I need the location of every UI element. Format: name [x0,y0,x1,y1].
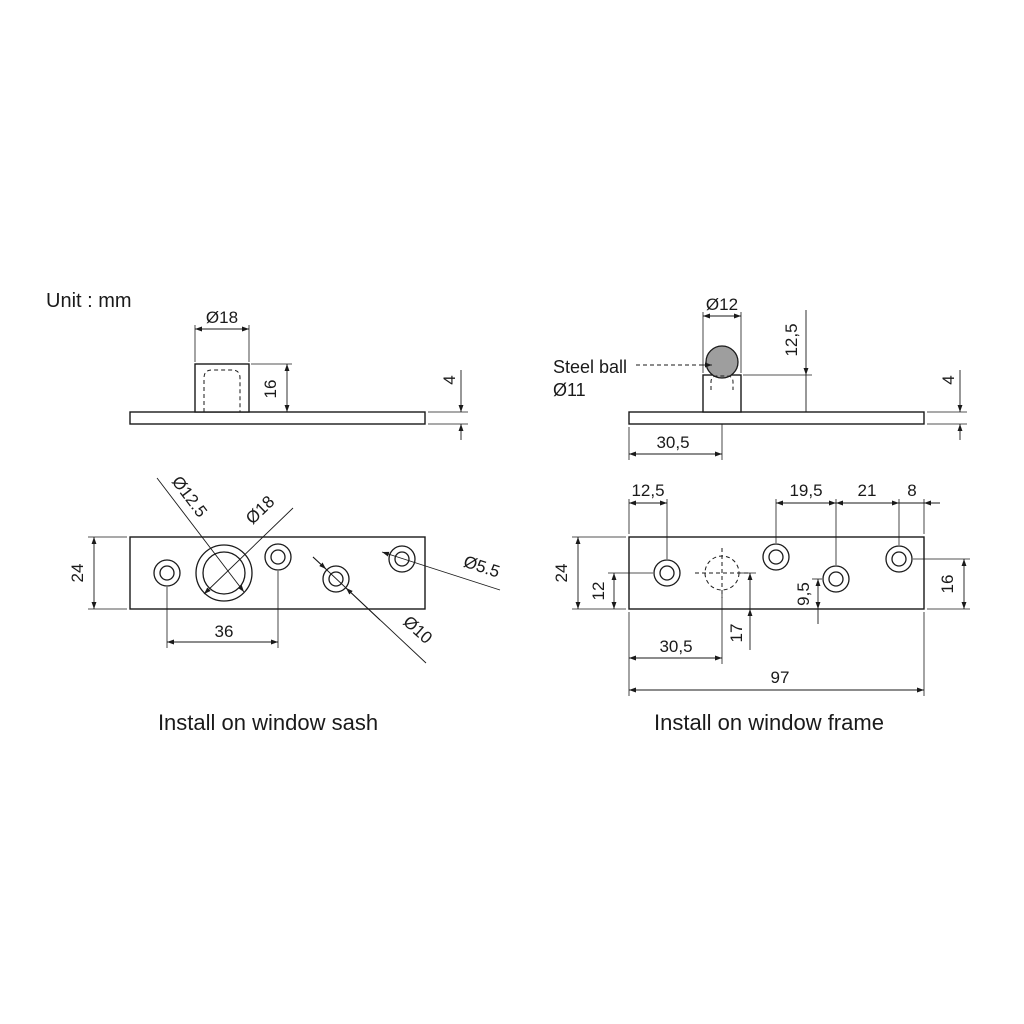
steel-ball-label: Steel ball [553,357,627,377]
frame-hole-2-outer [762,543,790,571]
sash-pin-diameter-label: Ø18 [206,308,238,327]
frame-hole-height-a-label: 12 [589,582,608,601]
sash-counter-label: Ø10 [399,612,436,648]
frame-hole-3-inner [828,571,844,587]
sash-hole-2-inner [270,549,286,565]
sash-plate-width-label: 24 [68,564,87,583]
frame-side-pin [702,374,742,413]
sash-large-hole-inner [202,551,246,595]
sash-hole-4-outer [388,545,416,573]
frame-top-plate [628,536,925,610]
sash-plate-thickness-label: 4 [440,375,459,384]
frame-hole-4-inner [891,551,907,567]
frame-hole-height-b-label: 9,5 [794,582,813,606]
sash-large-hole-outer [195,544,253,602]
frame-top-view: 12,5 19,5 21 8 24 12 17 9,5 [552,481,970,696]
frame-spacing-b-label: 21 [858,481,877,500]
sash-small-hole-label: Ø5.5 [461,552,502,581]
sash-pin-hidden-bore [203,369,241,412]
frame-pin-diameter-label: Ø12 [706,295,738,314]
frame-plate-width-label: 24 [552,564,571,583]
sash-hole-spacing-label: 36 [215,622,234,641]
sash-top-plate [129,536,426,610]
sash-large-inner-label: Ø12.5 [168,472,211,520]
frame-caption: Install on window frame [654,710,884,735]
steel-ball-diameter: Ø11 [553,380,586,400]
sash-large-outer-leader [203,507,294,595]
sash-small-hole-leader [381,551,501,591]
frame-pin-offset-label: 30,5 [656,433,689,452]
sash-large-inner-leader [156,477,245,593]
sash-hole-3-outer [322,565,350,593]
sash-hole-2-outer [264,543,292,571]
sash-side-view: Ø18 16 4 [129,308,468,440]
frame-pin-offset-top-label: 30,5 [659,637,692,656]
frame-plate-thickness-label: 4 [939,375,958,384]
sash-large-outer-label: Ø18 [242,492,278,528]
frame-hole-3-outer [822,565,850,593]
sash-hole-1-outer [153,559,181,587]
sash-hole-3-inner [328,571,344,587]
frame-hole-4-outer [885,545,913,573]
frame-spacing-a-label: 19,5 [789,481,822,500]
frame-overall-length-label: 97 [771,668,790,687]
sash-pin-height-label: 16 [261,380,280,399]
frame-side-plate [628,411,925,425]
unit-label: Unit : mm [46,290,132,312]
frame-hole-2-inner [768,549,784,565]
sash-side-plate [129,411,426,425]
steel-ball [705,345,739,379]
sash-top-view: Ø12.5 Ø18 24 36 Ø5.5 Ø10 [68,472,502,664]
frame-side-view: Ø12 12,5 4 Steel ball Ø11 30,5 [553,295,967,460]
frame-pin-from-edge-label: 17 [727,624,746,643]
sash-side-pin [194,363,250,413]
frame-hole-height-c-label: 16 [938,575,957,594]
frame-pin-height-label: 12,5 [782,323,801,356]
sash-caption: Install on window sash [158,710,378,735]
frame-hole1-offset-label: 12,5 [631,481,664,500]
sash-hole-1-inner [159,565,175,581]
frame-hole-1-inner [659,565,675,581]
frame-hole-1-outer [653,559,681,587]
sash-hole-4-inner [394,551,410,567]
frame-end-offset-label: 8 [907,481,916,500]
